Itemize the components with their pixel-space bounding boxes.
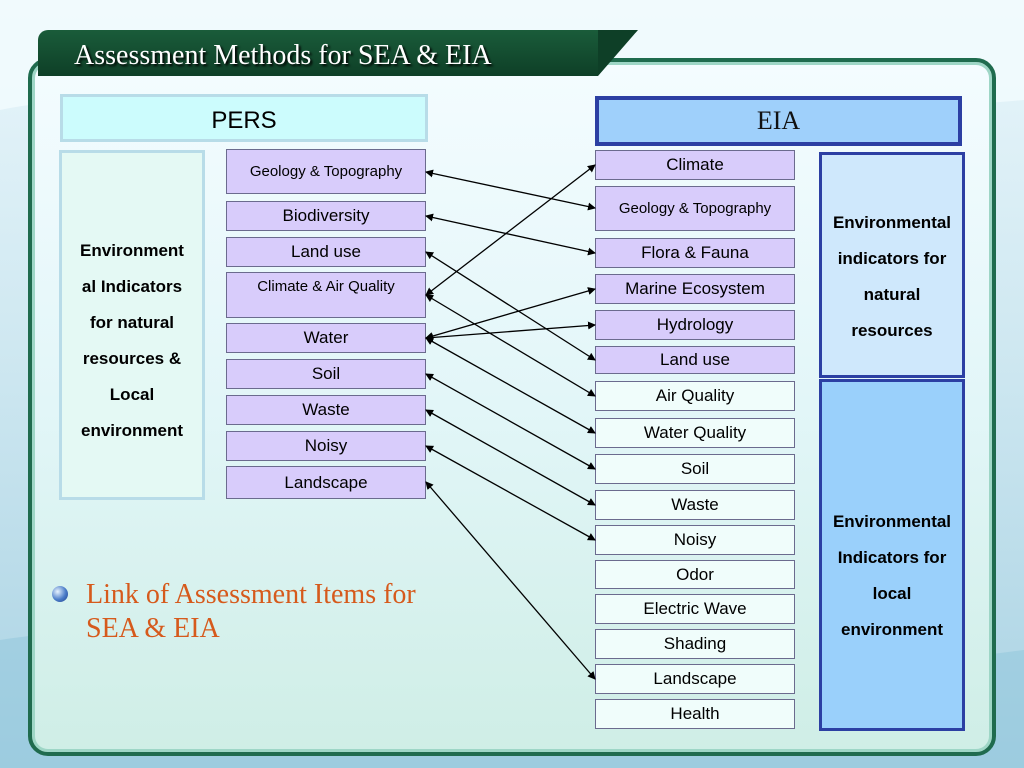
pers-item-waste: Waste bbox=[226, 395, 426, 425]
eia-local-label: Environmental Indicators for local envir… bbox=[819, 379, 965, 731]
eia-item-geology: Geology & Topography bbox=[595, 186, 795, 231]
eia-item-electric-wave: Electric Wave bbox=[595, 594, 795, 624]
eia-natural-line: natural bbox=[863, 285, 921, 304]
eia-item-marine: Marine Ecosystem bbox=[595, 274, 795, 304]
eia-header: EIA bbox=[595, 96, 962, 146]
eia-item-flora-fauna: Flora & Fauna bbox=[595, 238, 795, 268]
pers-side-line: al Indicators bbox=[81, 277, 183, 296]
eia-item-noisy: Noisy bbox=[595, 525, 795, 555]
pers-item-landscape: Landscape bbox=[226, 466, 426, 499]
eia-natural-label: Environmental indicators for natural res… bbox=[819, 152, 965, 378]
eia-item-hydrology: Hydrology bbox=[595, 310, 795, 340]
eia-item-air-quality: Air Quality bbox=[595, 381, 795, 411]
slide-title: Assessment Methods for SEA & EIA bbox=[74, 40, 492, 71]
caption-text: Link of Assessment Items for SEA & EIA bbox=[86, 579, 416, 644]
pers-side-label: Environment al Indicators for natural re… bbox=[59, 150, 205, 500]
eia-item-health: Health bbox=[595, 699, 795, 729]
eia-local-line: local bbox=[872, 584, 912, 603]
pers-item-noisy: Noisy bbox=[226, 431, 426, 461]
eia-item-waste: Waste bbox=[595, 490, 795, 520]
pers-side-line: resources & bbox=[82, 349, 182, 368]
pers-side-line: for natural bbox=[89, 313, 175, 332]
eia-item-odor: Odor bbox=[595, 560, 795, 589]
pers-item-biodiversity: Biodiversity bbox=[226, 201, 426, 231]
eia-natural-line: indicators for bbox=[837, 249, 947, 268]
eia-item-climate: Climate bbox=[595, 150, 795, 180]
title-tab bbox=[38, 30, 638, 76]
eia-natural-line: Environmental bbox=[832, 213, 952, 232]
pers-header: PERS bbox=[60, 94, 428, 142]
pers-item-land-use: Land use bbox=[226, 237, 426, 267]
eia-natural-line: resources bbox=[851, 321, 933, 340]
pers-item-soil: Soil bbox=[226, 359, 426, 389]
pers-item-climate-air: Climate & Air Quality bbox=[226, 272, 426, 318]
bullet-icon bbox=[52, 586, 68, 602]
eia-item-landscape: Landscape bbox=[595, 664, 795, 694]
eia-item-soil: Soil bbox=[595, 454, 795, 484]
eia-local-line: environment bbox=[840, 620, 944, 639]
pers-side-line: Environment bbox=[80, 241, 184, 260]
pers-item-water: Water bbox=[226, 323, 426, 353]
eia-item-shading: Shading bbox=[595, 629, 795, 659]
pers-side-line: Local bbox=[109, 385, 155, 404]
eia-item-water-quality: Water Quality bbox=[595, 418, 795, 448]
pers-item-geology: Geology & Topography bbox=[226, 149, 426, 194]
eia-local-line: Indicators for bbox=[837, 548, 947, 567]
eia-item-land-use: Land use bbox=[595, 346, 795, 374]
eia-local-line: Environmental bbox=[832, 512, 952, 531]
pers-side-line: environment bbox=[80, 421, 184, 440]
